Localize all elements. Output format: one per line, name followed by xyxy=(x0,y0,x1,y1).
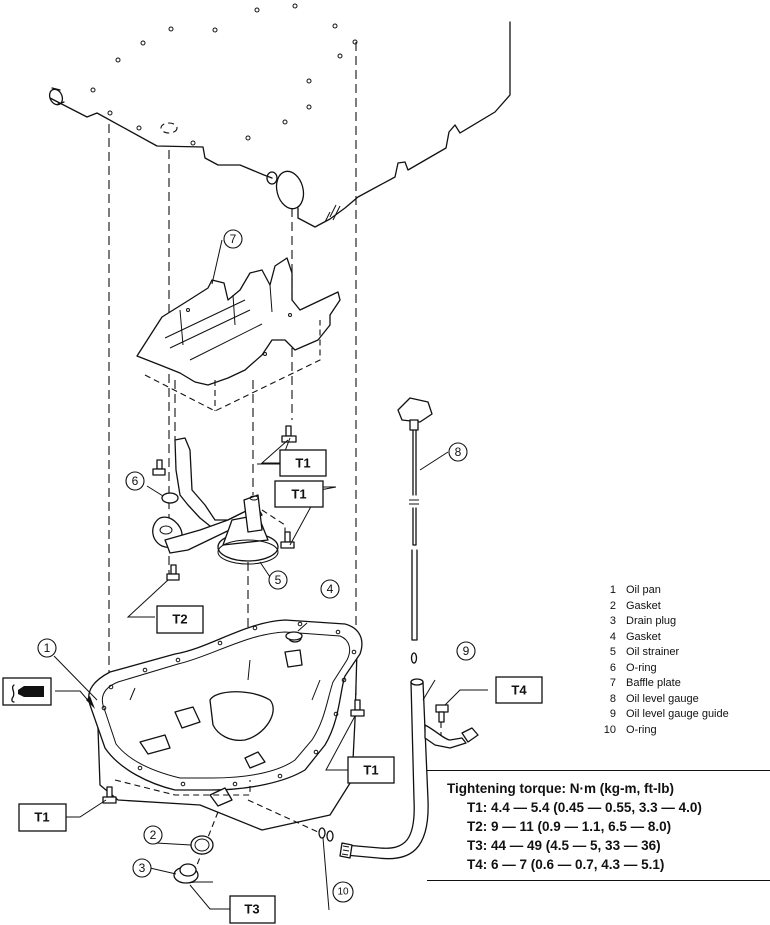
leader-t1-upper xyxy=(260,439,289,464)
oil-level-gauge-guide xyxy=(339,678,479,860)
callout-8: 8 xyxy=(448,442,468,462)
leader-t3 xyxy=(189,884,230,910)
callout-2: 2 xyxy=(143,825,163,845)
bolt-icon xyxy=(166,564,180,581)
bolt-icon xyxy=(281,425,297,443)
legend-label: Oil level gauge xyxy=(626,692,699,705)
liquid-gasket-tube-icon xyxy=(2,677,52,706)
svg-text:T3: T3 xyxy=(244,902,259,917)
torque-box-t1-pan-right: T1 xyxy=(347,756,395,784)
bottom-rule xyxy=(427,880,770,881)
svg-text:T2: T2 xyxy=(172,612,187,627)
pan-flange-holes xyxy=(101,621,357,787)
torque-box-t3: T3 xyxy=(229,895,276,924)
svg-text:3: 3 xyxy=(139,861,146,875)
legend-label: Drain plug xyxy=(626,615,677,627)
callout-4: 4 xyxy=(320,579,340,599)
callout-10: 10 xyxy=(332,881,354,903)
svg-text:7: 7 xyxy=(230,232,237,246)
drain-plug-assembly xyxy=(173,799,334,884)
torque-row-t2: T2: 9 — 11 (0.9 — 1.1, 6.5 — 8.0) xyxy=(467,819,672,834)
bolt-icon xyxy=(152,459,166,476)
legend-label: Oil strainer xyxy=(626,646,680,658)
bolt-icon xyxy=(435,704,449,723)
svg-text:1: 1 xyxy=(44,641,51,655)
torque-row-t3: T3: 44 — 49 (4.5 — 5, 33 — 36) xyxy=(467,838,661,853)
torque-box-t2: T2 xyxy=(156,605,204,634)
bolt-icon xyxy=(350,699,365,717)
torque-box-t1-lower: T1 xyxy=(274,480,324,508)
torque-box-t1-pan-left: T1 xyxy=(18,803,67,832)
legend-label: Baffle plate xyxy=(626,677,681,689)
oil-strainer xyxy=(152,437,286,565)
bolt-icon xyxy=(280,531,295,549)
top-rule xyxy=(427,770,770,771)
svg-text:6: 6 xyxy=(132,474,139,488)
svg-text:10: 10 xyxy=(337,887,349,898)
o-ring-6 xyxy=(161,492,179,504)
svg-text:T1: T1 xyxy=(363,763,378,778)
baffle-plate xyxy=(136,257,341,412)
block-bolt-holes xyxy=(90,3,358,146)
svg-text:5: 5 xyxy=(275,573,282,587)
bolt-icon xyxy=(102,786,117,804)
callout-6: 6 xyxy=(125,471,145,491)
svg-text:T1: T1 xyxy=(34,810,49,825)
svg-text:T4: T4 xyxy=(511,683,527,698)
svg-text:4: 4 xyxy=(327,582,334,596)
o-ring-10 xyxy=(318,827,326,839)
legend-label: Oil pan xyxy=(626,584,661,596)
legend-label: Oil level gauge guide xyxy=(626,708,729,720)
torque-box-t1-upper: T1 xyxy=(279,449,327,477)
svg-text:T1: T1 xyxy=(291,487,306,502)
gasket-4 xyxy=(285,631,303,641)
svg-text:T1: T1 xyxy=(295,456,310,471)
legend-label: O-ring xyxy=(626,661,657,674)
torque-title: Tightening torque: N·m (kg-m, ft-lb) xyxy=(447,781,674,796)
svg-text:8: 8 xyxy=(455,445,462,459)
torque-row-t4: T4: 6 — 7 (0.6 — 0.7, 4.3 — 5.1) xyxy=(467,857,665,872)
legend-label: Gasket xyxy=(626,630,661,643)
legend-label: Gasket xyxy=(626,599,661,612)
callout-5: 5 xyxy=(268,570,288,590)
tightening-torque-table: Tightening torque: N·m (kg-m, ft-lb) T1:… xyxy=(427,770,770,881)
torque-row-t1: T1: 4.4 — 5.4 (0.45 — 0.55, 3.3 — 4.0) xyxy=(467,800,702,815)
oil-level-gauge xyxy=(397,397,433,664)
engine-block xyxy=(48,3,511,228)
callout-3: 3 xyxy=(132,858,152,878)
callout-9: 9 xyxy=(456,641,476,661)
legend-label: O-ring xyxy=(626,723,657,736)
svg-text:9: 9 xyxy=(463,644,470,658)
torque-box-t4: T4 xyxy=(495,676,543,704)
svg-text:2: 2 xyxy=(150,828,157,842)
callout-1: 1 xyxy=(37,638,57,658)
callout-7: 7 xyxy=(223,229,243,249)
oil-pan xyxy=(88,619,365,831)
